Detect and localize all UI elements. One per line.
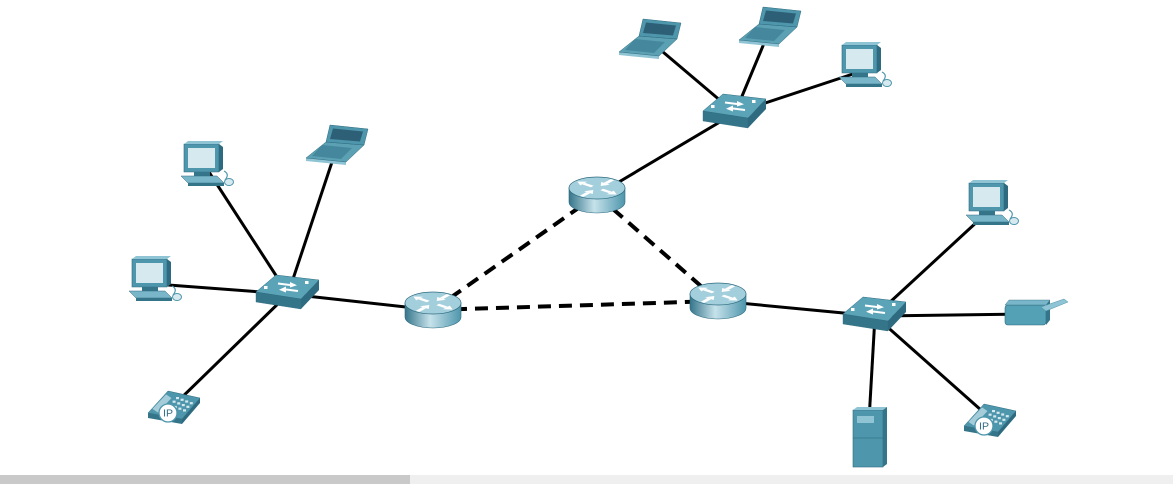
ip-phone-label: IP xyxy=(163,408,173,420)
horizontal-scrollbar-thumb[interactable] xyxy=(0,475,410,484)
link-laptop0-switch0[interactable] xyxy=(286,146,339,295)
link-router1-router2[interactable] xyxy=(595,193,720,303)
pc-icon xyxy=(128,256,182,301)
printer-icon xyxy=(1004,298,1069,326)
device-pc3[interactable] xyxy=(965,180,1019,225)
device-switch1[interactable] xyxy=(702,93,767,129)
switch-icon xyxy=(842,296,907,332)
switch-icon xyxy=(702,93,767,129)
devices-layer: IP IP xyxy=(128,6,1069,468)
device-pc2[interactable] xyxy=(838,42,892,87)
device-ip_phone0[interactable]: IP xyxy=(147,390,201,424)
device-router1[interactable] xyxy=(568,176,626,214)
device-router2[interactable] xyxy=(689,282,747,320)
ip-phone-label: IP xyxy=(979,421,989,433)
link-router0-router2[interactable] xyxy=(432,299,719,312)
device-laptop1[interactable] xyxy=(618,18,682,59)
link-pc0-switch0[interactable] xyxy=(205,168,290,295)
device-switch2[interactable] xyxy=(842,296,907,332)
ip-phone-icon: IP xyxy=(963,403,1017,437)
device-router0[interactable] xyxy=(404,291,462,329)
ip-phone-icon: IP xyxy=(147,390,201,424)
laptop-icon xyxy=(618,18,682,59)
laptop-icon xyxy=(738,6,802,47)
server-icon xyxy=(852,407,887,468)
device-ip_phone1[interactable]: IP xyxy=(963,403,1017,437)
pc-icon xyxy=(838,42,892,87)
device-laptop2[interactable] xyxy=(738,6,802,47)
switch-icon xyxy=(255,274,320,310)
link-switch2-ip_phone1[interactable] xyxy=(874,314,991,420)
pc-icon xyxy=(965,180,1019,225)
link-ip_phone0-switch0[interactable] xyxy=(172,292,290,407)
device-server0[interactable] xyxy=(852,407,887,468)
horizontal-scrollbar[interactable] xyxy=(0,475,1173,484)
pc-icon xyxy=(180,141,234,186)
router-icon xyxy=(568,176,626,214)
device-pc1[interactable] xyxy=(128,256,182,301)
device-switch0[interactable] xyxy=(255,274,320,310)
laptop-icon xyxy=(305,124,369,165)
links-layer xyxy=(154,28,1032,439)
device-pc0[interactable] xyxy=(180,141,234,186)
router-icon xyxy=(689,282,747,320)
device-printer0[interactable] xyxy=(1004,298,1069,326)
link-router0-router1[interactable] xyxy=(431,193,599,312)
router-icon xyxy=(404,291,462,329)
device-laptop0[interactable] xyxy=(305,124,369,165)
link-switch2-pc3[interactable] xyxy=(873,206,994,318)
